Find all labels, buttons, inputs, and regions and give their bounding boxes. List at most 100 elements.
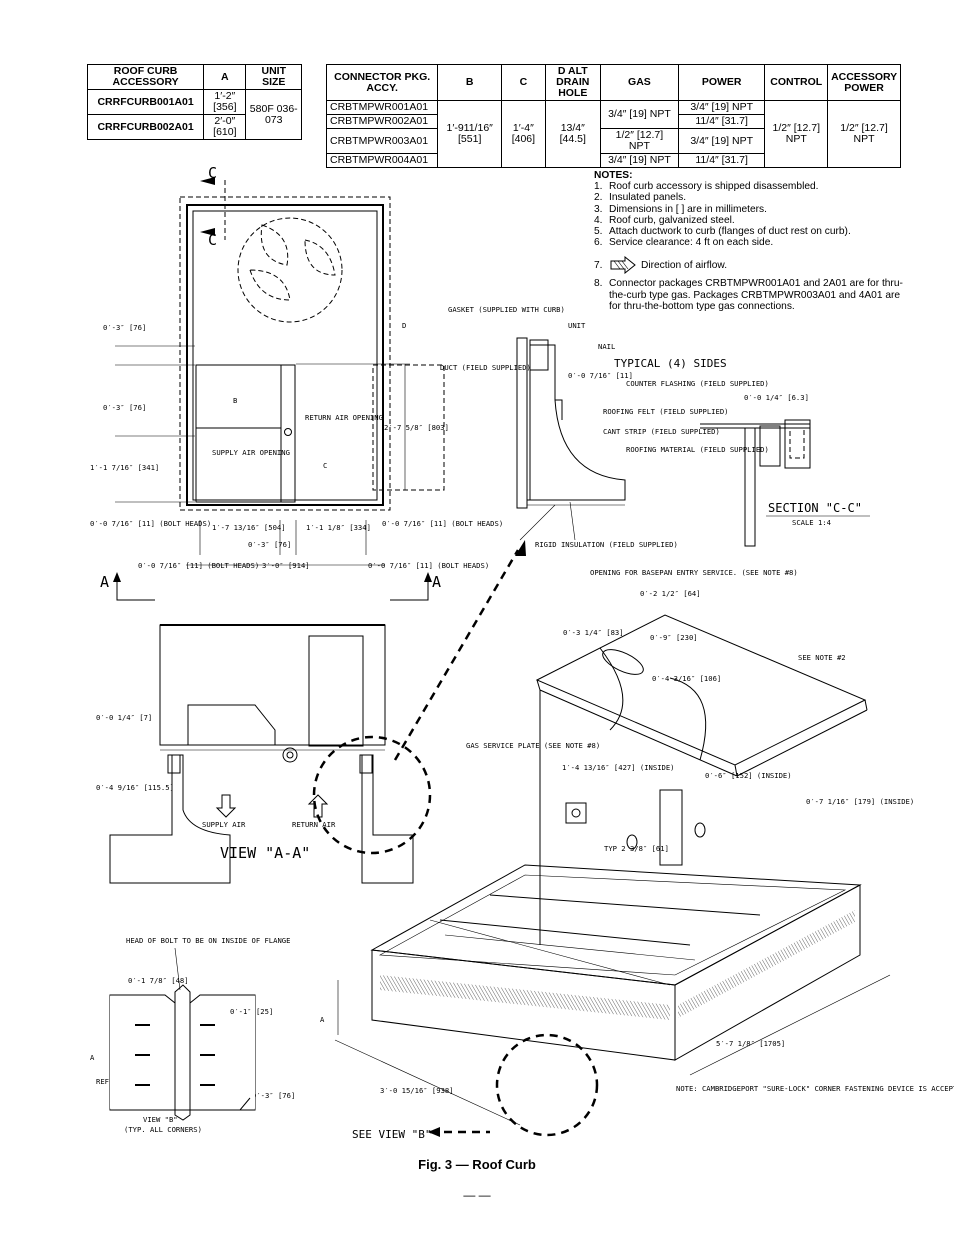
header-d: D ALT DRAIN HOLE: [544, 64, 601, 101]
notes-title: NOTES:: [594, 170, 633, 181]
fan-circle: [237, 217, 343, 323]
ref-label: REF: [96, 1077, 109, 1086]
section-a-mark-left: A: [100, 573, 109, 591]
dim-0-0-1-4-view: 0′-0 1/4″ [7]: [96, 713, 152, 722]
view-b-a-dimension: A: [90, 1053, 95, 1062]
dim-1-1-7-16: 1′-1 7/16″ [341]: [90, 463, 159, 472]
gas-service-plate-label: GAS SERVICE PLATE (SEE NOTE #8): [466, 741, 600, 750]
c-value: 1′-4″ [406]: [501, 100, 546, 168]
dim-0-4-3-16: 0′-4 3/16″ [106]: [652, 674, 721, 683]
dim-0-7-1-16: 0′-7 1/16″ [179] (INSIDE): [806, 797, 914, 806]
dim-1-7-13-16: 1′-7 13/16″ [504]: [212, 523, 286, 532]
typ-all-corners-label: (TYP. ALL CORNERS): [124, 1125, 202, 1134]
dim-1-1-1-8: 1′-1 1/8″ [334]: [306, 523, 371, 532]
connector-name: CRBTMPWR004A01: [325, 153, 439, 168]
typ-2-3-8: TYP 2 3/8″ [61]: [604, 844, 669, 853]
gasket-label: GASKET (SUPPLIED WITH CURB): [448, 305, 565, 314]
header-control: CONTROL: [764, 64, 829, 101]
header-roof-curb-accessory: ROOF CURB ACCESSORY: [86, 64, 205, 90]
gas-value: 1/2″ [12.7] NPT: [599, 128, 679, 154]
header-unit-size: UNIT SIZE: [245, 64, 302, 90]
dim-0-0-7-16-right: 0′-0 7/16″ [11] (BOLT HEADS): [382, 519, 503, 528]
detail-circle: [312, 735, 432, 855]
section-a-mark-right: A: [432, 573, 441, 591]
connector-name: CRBTMPWR003A01: [325, 128, 439, 154]
table-row: CRBTMPWR003A01 1/2″ [12.7] NPT 3/4″ [19]…: [325, 128, 901, 154]
head-of-bolt-label: HEAD OF BOLT TO BE ON INSIDE OF FLANGE: [126, 936, 290, 945]
a-mm: [610]: [213, 126, 237, 138]
table-row: CRBTMPWR001A01 1′-911/16″ [551] 1′-4″ [4…: [325, 100, 901, 168]
roofing-material-label: ROOFING MATERIAL (FIELD SUPPLIED): [626, 445, 769, 454]
dim-3-0: 3′-0″ [914]: [262, 561, 310, 570]
accessory-power-value: 1/2″ [12.7] NPT: [827, 100, 901, 168]
return-air-label: RETURN AIR: [292, 820, 336, 829]
note-item: 6.Service clearance: 4 ft on each side.: [594, 237, 774, 249]
table-header-row: ROOF CURB ACCESSORY A UNIT SIZE: [86, 64, 302, 90]
section-c-mark-bottom: C: [208, 231, 217, 249]
view-aa-label: VIEW "A-A": [220, 844, 310, 862]
airflow-arrow-icon: [610, 256, 636, 275]
typical-section: GASKET (SUPPLIED WITH CURB) UNIT NAIL DU…: [440, 305, 769, 549]
table-row: CRBTMPWR004A01 3/4″ [19] NPT 11/4″ [31.7…: [325, 153, 901, 168]
header-a: A: [203, 64, 247, 90]
return-air-arrow-icon: [307, 794, 329, 818]
supply-air-opening-label: SUPPLY AIR OPENING: [212, 448, 290, 457]
dim-0-3-c: 0′-3″ [76]: [248, 540, 291, 549]
a-value: 2′-0″ [610]: [203, 114, 247, 140]
dim-0-4-9-16: 0′-4 9/16″ [115.5]: [96, 783, 174, 792]
nail-label: NAIL: [598, 342, 615, 351]
note-item: 1.Roof curb accessory is shipped disasse…: [594, 181, 819, 193]
dim-0-6: 0′-6″ [152] (INSIDE): [705, 771, 792, 780]
dim-0-3-b: 0′-3″ [76]: [103, 403, 146, 412]
table-row: CRRFCURB001A01 1′-2″ [356] 580F 036-073: [86, 89, 302, 140]
dim-d-label: D: [402, 321, 406, 330]
power-value: 3/4″ [19] NPT: [677, 128, 766, 154]
dim-0-9: 0′-9″ [230]: [650, 633, 698, 642]
note-corner-label: NOTE: CAMBRIDGEPORT "SURE-LOCK" CORNER F…: [676, 1084, 954, 1093]
dim-c-label: C: [323, 461, 327, 470]
rigid-insulation-label: RIGID INSULATION (FIELD SUPPLIED): [535, 540, 678, 549]
dim-0-3-1-4: 0′-3 1/4″ [83]: [563, 628, 624, 637]
a-mm: [356]: [213, 101, 237, 113]
gas-value: 3/4″ [19] NPT: [599, 153, 679, 168]
a-ft: 2′-0″: [214, 115, 236, 127]
section-c-mark-top: C: [208, 164, 217, 182]
view-aa: 0′-0 1/4″ [7] 0′-4 9/16″ [115.5] SUPPLY …: [96, 624, 432, 884]
counter-flashing-label: COUNTER FLASHING (FIELD SUPPLIED): [626, 379, 769, 388]
gas-service-plate: [565, 802, 587, 824]
table-row: CRBTMPWR002A01 11/4″ [31.7]: [325, 114, 901, 129]
header-connector: CONNECTOR PKG. ACCY.: [325, 64, 439, 101]
cant-strip-label: CANT STRIP (FIELD SUPPLIED): [603, 427, 720, 436]
section-cc: 0′-0 1/4″ [6.3] SECTION "C-C" SCALE 1:4: [700, 393, 870, 547]
detail-leader-line: [393, 549, 520, 761]
unit-label: UNIT: [568, 321, 586, 330]
roofing-felt-label: ROOFING FELT (FIELD SUPPLIED): [603, 407, 729, 416]
dim-5-7-1-8: 5′-7 1/8″ [1705]: [716, 1039, 785, 1048]
gas-value: 3/4″ [19] NPT: [599, 100, 679, 129]
connector-package-table: CONNECTOR PKG. ACCY. B C D ALT DRAIN HOL…: [325, 64, 901, 168]
dim-3-0-15-16: 3′-0 15/16″ [938]: [380, 1086, 454, 1095]
typical-sides-label: TYPICAL (4) SIDES: [614, 357, 727, 370]
dim-0-0-7-16-left: 0′-0 7/16″ [11] (BOLT HEADS): [90, 519, 211, 528]
note-item: 4.Roof curb, galvanized steel.: [594, 214, 735, 226]
dim-0-0-1-4-section: 0′-0 1/4″ [6.3]: [744, 393, 809, 402]
note-item: 5.Attach ductwork to curb (flanges of du…: [594, 226, 851, 238]
dim-0-1-7-8: 0′-1 7/8″ [48]: [128, 976, 189, 985]
a-ft: 1′-2″: [214, 90, 236, 102]
page-number: — —: [463, 1188, 491, 1202]
isometric-curb: OPENING FOR BASEPAN ENTRY SERVICE. (SEE …: [320, 568, 954, 1141]
d-value: 13/4″ [44.5]: [544, 100, 601, 168]
note-item: 8.Connector packages CRBTMPWR001A01 and …: [594, 278, 903, 312]
dim-b-label: B: [233, 396, 237, 405]
plan-view: B RETURN AIR OPENING SUPPLY AIR OPENING …: [90, 164, 503, 601]
note-item: 2.Insulated panels.: [594, 192, 687, 204]
table-header-row: CONNECTOR PKG. ACCY. B C D ALT DRAIN HOL…: [325, 64, 901, 101]
table-row: CRRFCURB002A01 2′-0″ [610]: [86, 114, 302, 140]
a-dimension: A: [320, 1015, 325, 1024]
see-note-2-label: SEE NOTE #2: [798, 653, 846, 662]
opening-basepan-label: OPENING FOR BASEPAN ENTRY SERVICE. (SEE …: [590, 568, 798, 577]
see-view-b-label: SEE VIEW "B": [352, 1128, 431, 1141]
note-item: 7. Direction of airflow.: [594, 256, 904, 275]
b-value: 1′-911/16″ [551]: [437, 100, 503, 168]
